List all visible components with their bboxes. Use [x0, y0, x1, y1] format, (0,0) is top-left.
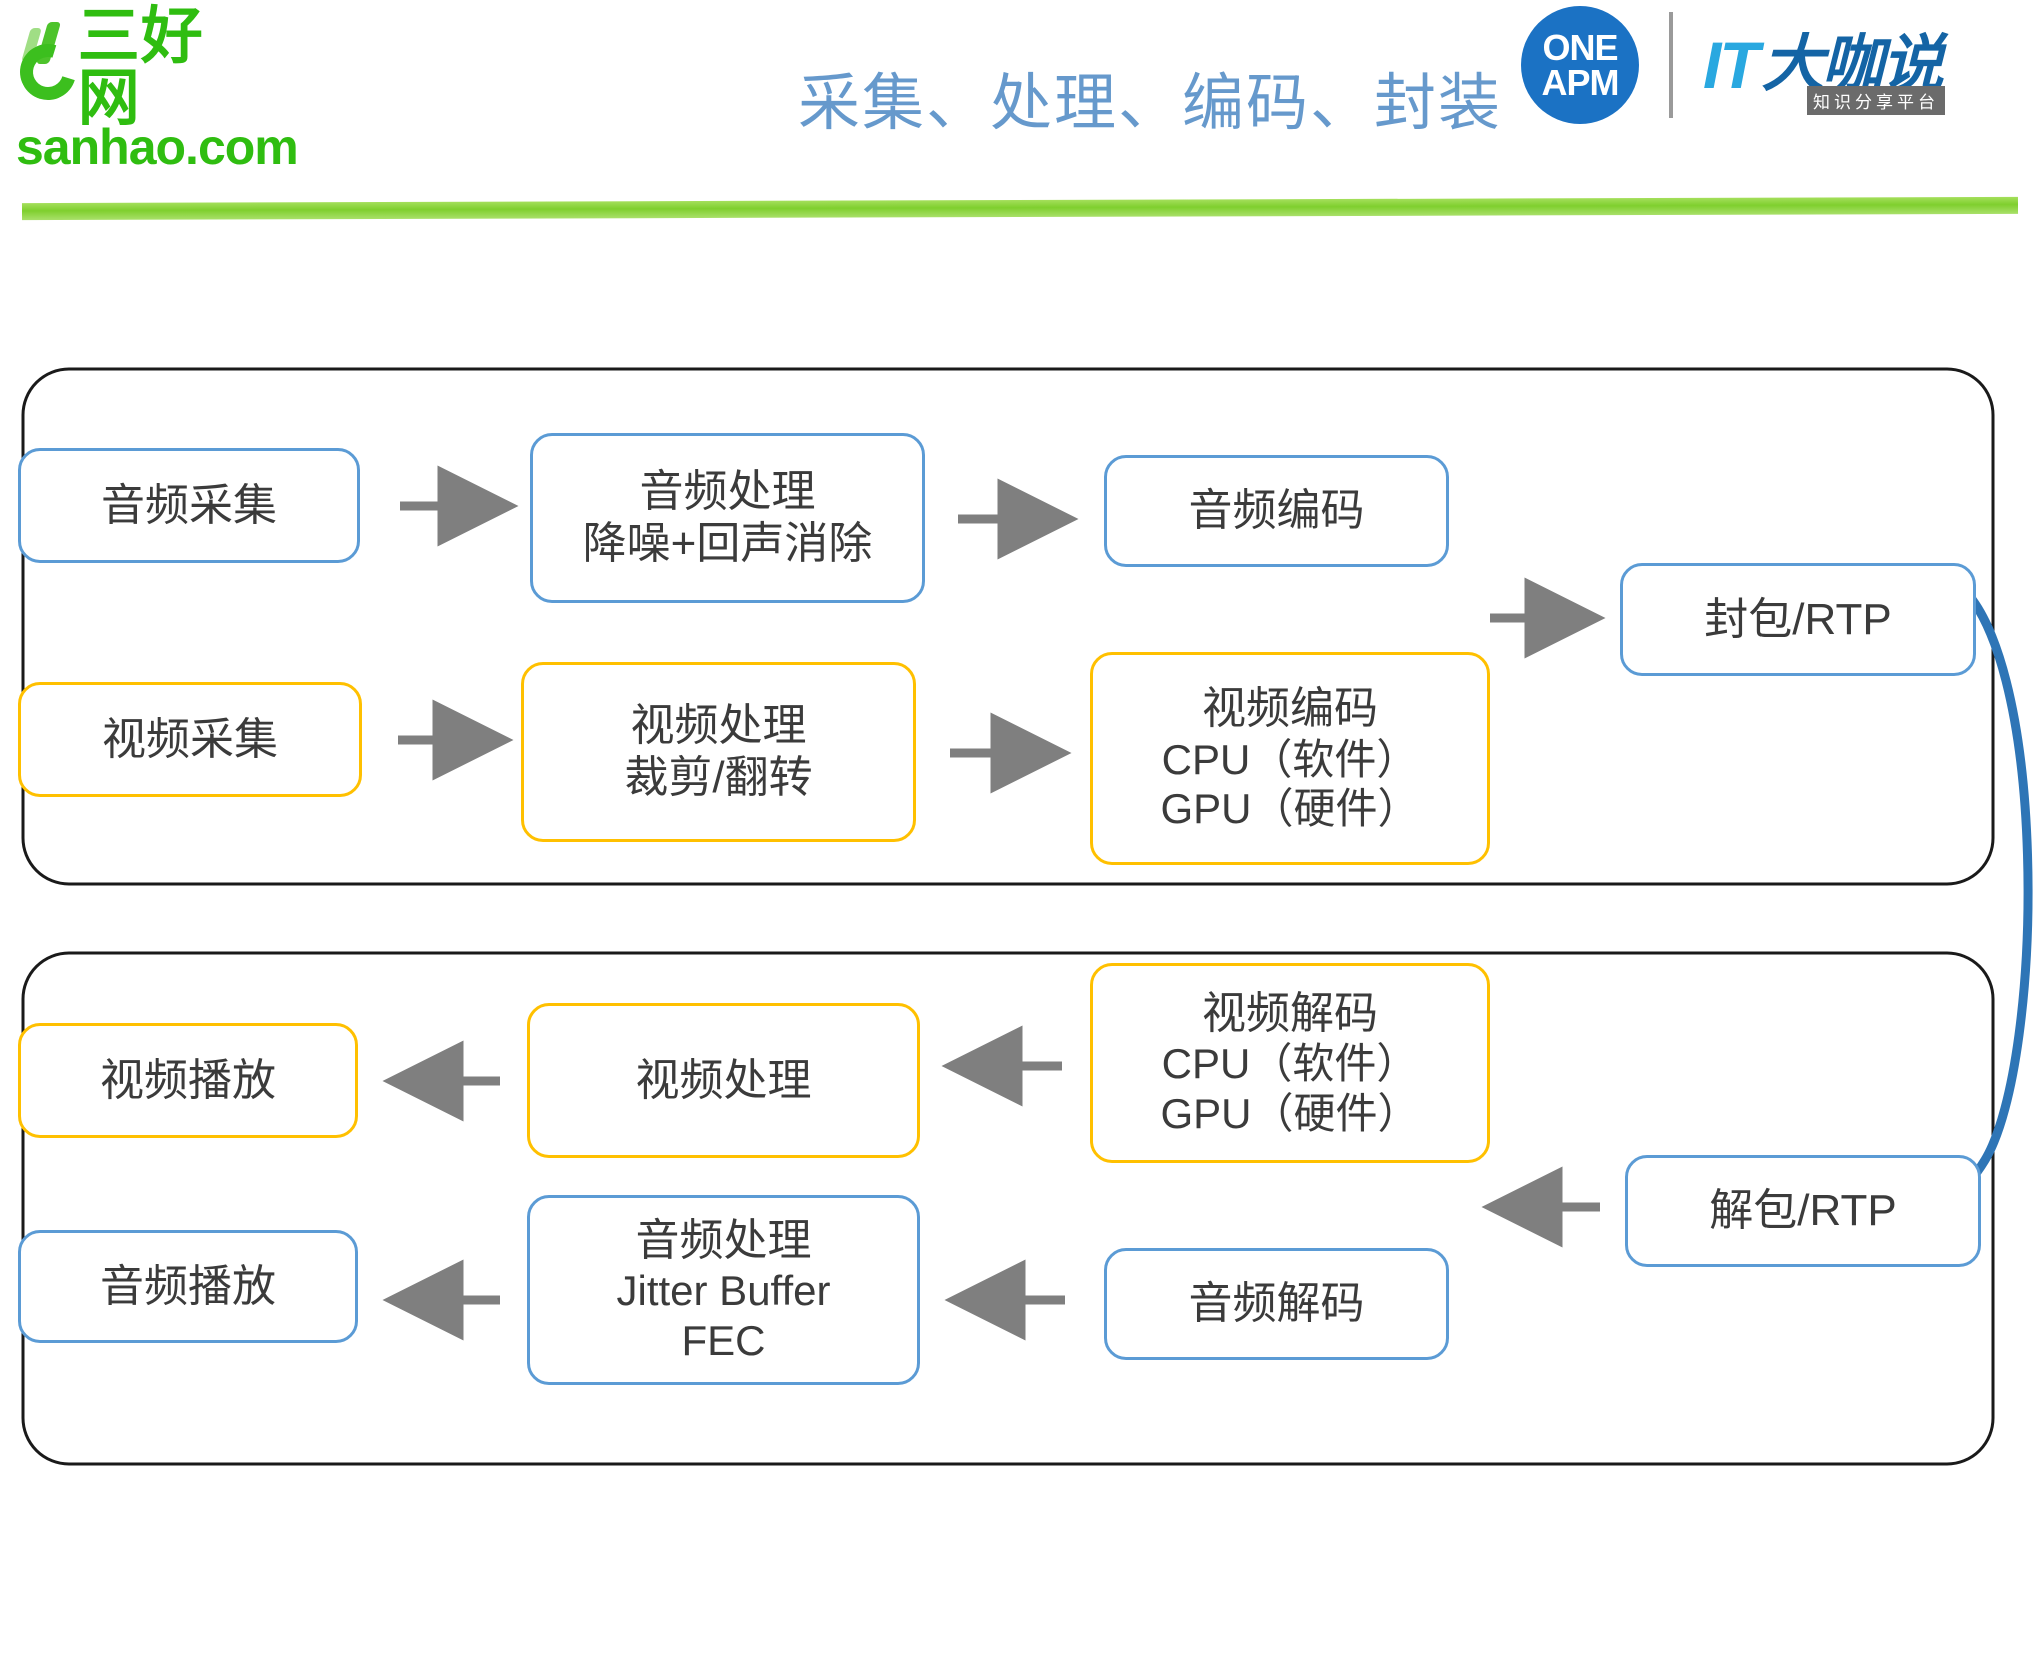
node-video-encode-line2: CPU（软件） — [1161, 735, 1419, 783]
node-video-process-line1: 视频处理 — [630, 701, 807, 751]
sanhao-logo-cn: 三好网 — [77, 2, 204, 133]
oneapm-logo-line1: ONE — [1542, 26, 1618, 68]
node-video-decode-line3: GPU（硬件） — [1160, 1089, 1420, 1137]
node-video-encode[interactable]: 视频编码 CPU（软件） GPU（硬件） — [1090, 652, 1490, 865]
node-audio-play-label: 音频播放 — [100, 1261, 276, 1311]
node-audio-process-rx-line1: 音频处理 — [635, 1215, 812, 1265]
node-video-encode-line1: 视频编码 — [1201, 684, 1378, 733]
sanhao-logo: 三好网 sanhao.com — [10, 6, 299, 178]
node-audio-process-rx-line3: FEC — [681, 1316, 766, 1364]
node-video-play[interactable]: 视频播放 — [18, 1023, 358, 1138]
itdks-logo-it: IT — [1703, 28, 1760, 102]
node-video-process-rx[interactable]: 视频处理 — [527, 1003, 920, 1158]
node-video-process-rx-label: 视频处理 — [635, 1055, 812, 1105]
sanhao-logo-mark: 三好网 — [10, 6, 244, 130]
node-audio-process-rx[interactable]: 音频处理 Jitter Buffer FEC — [527, 1195, 920, 1385]
network-transport-curve — [1890, 573, 2033, 1242]
node-unpack-rtp-label: 解包/RTP — [1709, 1186, 1897, 1236]
node-audio-process-line2: 降噪+回声消除 — [582, 519, 873, 568]
itdks-logo: IT 大咖说 知识分享平台 — [1703, 13, 2021, 117]
oneapm-logo: ONE APM — [1521, 6, 1639, 124]
node-video-decode-line1: 视频解码 — [1201, 988, 1378, 1038]
partner-logo-row: ONE APM IT 大咖说 知识分享平台 — [1521, 6, 2021, 124]
node-audio-decode[interactable]: 音频解码 — [1104, 1248, 1449, 1360]
node-video-capture[interactable]: 视频采集 — [18, 682, 362, 797]
itdks-logo-cn: 大咖说 — [1761, 30, 1944, 99]
node-unpack-rtp[interactable]: 解包/RTP — [1625, 1155, 1981, 1267]
node-audio-process-rx-line2: Jitter Buffer — [616, 1267, 831, 1315]
node-video-process[interactable]: 视频处理 裁剪/翻转 — [521, 662, 916, 842]
logo-divider — [1669, 12, 1673, 118]
sanhao-c-icon — [10, 22, 86, 114]
node-video-encode-line3: GPU（硬件） — [1160, 785, 1420, 833]
node-audio-play[interactable]: 音频播放 — [18, 1230, 358, 1343]
slide-header: 三好网 sanhao.com 采集、处理、编码、封装 ONE APM IT 大咖… — [0, 0, 2039, 221]
sanhao-logo-domain: sanhao.com — [16, 119, 299, 175]
node-video-decode-line2: CPU（软件） — [1161, 1040, 1419, 1088]
header-divider-bar — [21, 196, 2019, 221]
node-audio-capture[interactable]: 音频采集 — [18, 448, 360, 563]
node-audio-process-line1: 音频处理 — [639, 467, 816, 517]
node-video-capture-label: 视频采集 — [102, 714, 278, 764]
page-title: 采集、处理、编码、封装 — [797, 69, 1502, 138]
node-pack-rtp[interactable]: 封包/RTP — [1620, 563, 1976, 676]
node-audio-process[interactable]: 音频处理 降噪+回声消除 — [530, 433, 925, 603]
node-audio-encode[interactable]: 音频编码 — [1104, 455, 1449, 567]
node-audio-decode-label: 音频解码 — [1188, 1279, 1365, 1329]
itdks-logo-subtitle: 知识分享平台 — [1807, 86, 1945, 115]
node-video-process-line2: 裁剪/翻转 — [624, 753, 813, 802]
node-video-decode[interactable]: 视频解码 CPU（软件） GPU（硬件） — [1090, 963, 1490, 1163]
node-video-play-label: 视频播放 — [100, 1055, 276, 1105]
node-audio-encode-label: 音频编码 — [1188, 486, 1365, 536]
node-audio-capture-label: 音频采集 — [101, 480, 277, 530]
oneapm-logo-line2: APM — [1541, 62, 1620, 103]
node-pack-rtp-label: 封包/RTP — [1704, 594, 1892, 644]
